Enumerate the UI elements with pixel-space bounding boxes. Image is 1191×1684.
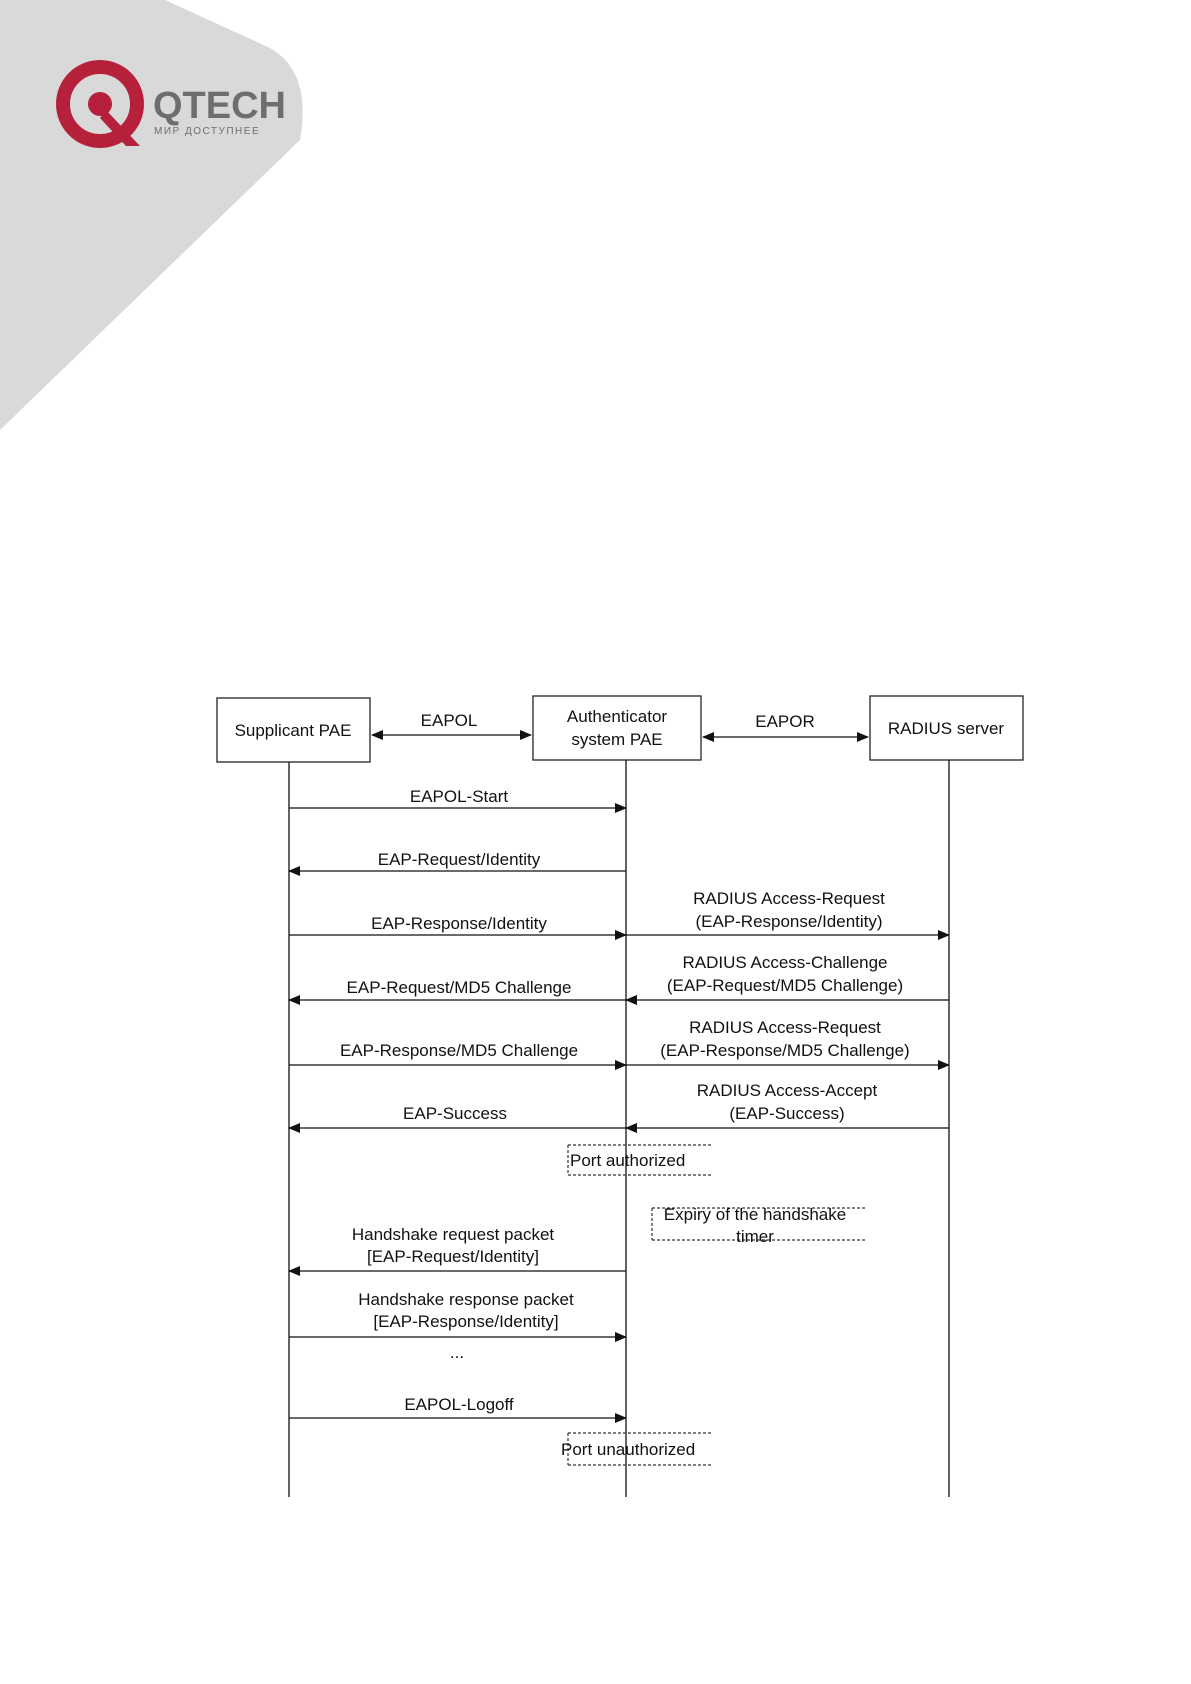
msg-eapol-start: EAPOL-Start	[410, 787, 509, 806]
msg-radius-access-accept-line1: RADIUS Access-Accept	[697, 1081, 878, 1100]
note-port-authorized: Port authorized	[567, 1144, 712, 1176]
logo-tagline: МИР ДОСТУПНЕЕ	[154, 126, 260, 137]
note-handshake-timer: Expiry of the handshake timer	[651, 1205, 866, 1246]
note-handshake-timer-line2: timer	[736, 1227, 774, 1246]
entity-authenticator-label-2: system PAE	[571, 730, 662, 749]
qtech-logo: QTECH МИР ДОСТУПНЕЕ	[56, 60, 286, 148]
eapol-label: EAPOL	[421, 711, 478, 730]
entity-radius-server-label: RADIUS server	[888, 719, 1005, 738]
msg-eapol-logoff: EAPOL-Logoff	[404, 1395, 514, 1414]
msg-handshake-request-line2: [EAP-Request/Identity]	[367, 1247, 539, 1266]
msg-radius-access-challenge-line2: (EAP-Request/MD5 Challenge)	[667, 976, 903, 995]
msg-eap-request-identity: EAP-Request/Identity	[378, 850, 541, 869]
msg-handshake-response-line2: [EAP-Response/Identity]	[373, 1312, 558, 1331]
msg-handshake-response-line1: Handshake response packet	[358, 1290, 574, 1309]
msg-radius-access-request-2-line1: RADIUS Access-Request	[689, 1018, 881, 1037]
note-port-authorized-label: Port authorized	[570, 1151, 685, 1170]
entity-radius-server: RADIUS server	[869, 695, 1024, 761]
logo-wordmark: QTECH	[153, 85, 286, 127]
msg-eap-response-identity: EAP-Response/Identity	[371, 914, 547, 933]
msg-handshake-request-line1: Handshake request packet	[352, 1225, 555, 1244]
msg-radius-access-request-1-line2: (EAP-Response/Identity)	[695, 912, 882, 931]
msg-radius-access-request-1-line1: RADIUS Access-Request	[693, 889, 885, 908]
note-port-unauthorized-label: Port unauthorized	[561, 1440, 695, 1459]
note-port-unauthorized: Port unauthorized	[561, 1432, 712, 1466]
msg-eap-response-md5: EAP-Response/MD5 Challenge	[340, 1041, 578, 1060]
note-handshake-timer-line1: Expiry of the handshake	[664, 1205, 846, 1224]
gray-corner-shape	[0, 0, 303, 430]
msg-radius-access-accept-line2: (EAP-Success)	[729, 1104, 844, 1123]
entity-authenticator-label-1: Authenticator	[567, 707, 668, 726]
msg-radius-access-challenge-line1: RADIUS Access-Challenge	[682, 953, 887, 972]
msg-radius-access-request-2-line2: (EAP-Response/MD5 Challenge)	[660, 1041, 909, 1060]
entity-supplicant: Supplicant PAE	[216, 697, 371, 763]
eapor-label: EAPOR	[755, 712, 815, 731]
entity-supplicant-label: Supplicant PAE	[235, 721, 352, 740]
logo-ring	[56, 60, 144, 148]
logo-tail	[100, 110, 140, 146]
entity-authenticator: Authenticator system PAE	[532, 695, 702, 761]
ellipsis: ...	[450, 1343, 464, 1362]
msg-eap-request-md5: EAP-Request/MD5 Challenge	[347, 978, 572, 997]
msg-eap-success: EAP-Success	[403, 1104, 507, 1123]
